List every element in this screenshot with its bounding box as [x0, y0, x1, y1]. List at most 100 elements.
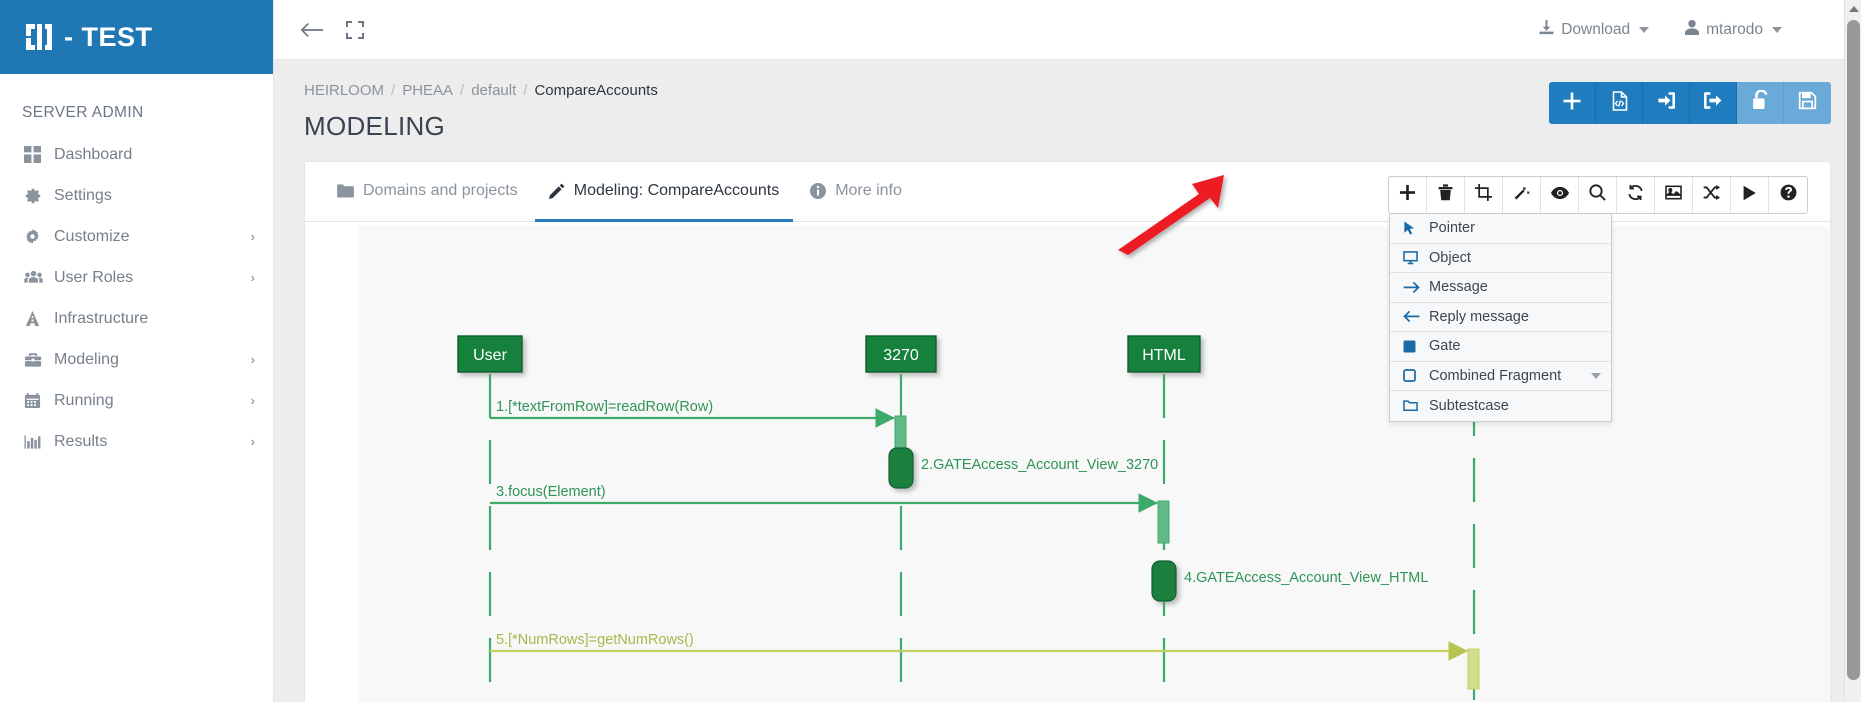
help-button[interactable] — [1769, 177, 1807, 213]
menu-item-label: Object — [1429, 249, 1471, 266]
scroll-up-arrow[interactable] — [1845, 0, 1861, 17]
pencil-icon — [548, 183, 565, 199]
sidebar-item-results[interactable]: Results › — [0, 421, 273, 462]
brand-header[interactable]: - TEST — [0, 0, 273, 74]
sign-in-icon — [1656, 91, 1676, 115]
message-label: 5.[*NumRows]=getNumRows() — [496, 632, 694, 648]
search-icon — [1589, 184, 1606, 206]
menu-item-label: Pointer — [1429, 220, 1475, 237]
chevron-right-icon: › — [250, 393, 255, 408]
shuffle-icon — [1703, 185, 1721, 205]
menu-item-pointer[interactable]: Pointer — [1390, 214, 1611, 244]
sidebar-item-running[interactable]: Running › — [0, 380, 273, 421]
sign-out-icon — [1703, 91, 1723, 115]
folder-icon — [337, 183, 354, 198]
preview-button[interactable] — [1541, 177, 1579, 213]
magic-wand-button[interactable] — [1503, 177, 1541, 213]
crop-icon — [1475, 184, 1492, 206]
sidebar-item-settings[interactable]: Settings — [0, 175, 273, 216]
header-action-group — [1549, 82, 1831, 124]
sidebar-item-dashboard[interactable]: Dashboard — [0, 134, 273, 175]
arrow-left-icon[interactable] — [300, 20, 324, 40]
filled-square-icon — [1403, 340, 1429, 353]
question-icon — [1780, 184, 1797, 206]
browser-scrollbar[interactable] — [1844, 0, 1861, 702]
tab-more-info[interactable]: More info — [796, 163, 916, 222]
crop-button[interactable] — [1465, 177, 1503, 213]
dashboard-icon — [24, 146, 54, 163]
menu-item-gate[interactable]: Gate — [1390, 332, 1611, 362]
shuffle-button[interactable] — [1693, 177, 1731, 213]
top-bar: Download mtarodo — [274, 0, 1861, 60]
outline-square-icon — [1403, 369, 1429, 383]
download-menu[interactable]: Download — [1539, 19, 1650, 40]
sidebar-item-infrastructure[interactable]: Infrastructure — [0, 298, 273, 339]
breadcrumb-separator: / — [391, 82, 396, 99]
chevron-down-icon — [1639, 26, 1650, 33]
sidebar-item-label: User Roles — [54, 268, 134, 286]
menu-item-message[interactable]: Message — [1390, 273, 1611, 303]
breadcrumb-item-pheaa[interactable]: PHEAA — [402, 82, 454, 99]
unlock-button[interactable] — [1737, 82, 1784, 124]
image-button[interactable] — [1655, 177, 1693, 213]
sidebar-item-user-roles[interactable]: User Roles › — [0, 257, 273, 298]
script-button[interactable] — [1596, 82, 1643, 124]
message-label: 2.GATEAccess_Account_View_3270 — [921, 457, 1158, 473]
sidebar-item-modeling[interactable]: Modeling › — [0, 339, 273, 380]
element-type-dropdown: Pointer Object Message — [1389, 214, 1612, 422]
message-1[interactable]: 1.[*textFromRow]=readRow(Row) — [490, 399, 907, 459]
scrollbar-thumb[interactable] — [1847, 20, 1860, 680]
unlock-icon — [1751, 89, 1770, 116]
menu-item-reply-message[interactable]: Reply message — [1390, 302, 1611, 332]
trash-icon — [1438, 184, 1453, 206]
tab-domains-and-projects[interactable]: Domains and projects — [323, 163, 532, 222]
message-2-gate[interactable]: 2.GATEAccess_Account_View_3270 — [888, 447, 1158, 489]
brand-title: - TEST — [64, 21, 153, 52]
message-4-gate[interactable]: 4.GATEAccess_Account_View_HTML — [1151, 560, 1428, 602]
breadcrumb-separator: / — [523, 82, 528, 99]
fullscreen-icon[interactable] — [346, 20, 364, 39]
modeling-panel: Domains and projects Modeling: CompareAc… — [304, 161, 1831, 702]
lifeline-label: 3270 — [883, 347, 919, 364]
arrow-right-icon — [1403, 281, 1429, 294]
lifeline-label: User — [473, 347, 507, 364]
tab-label: Modeling: CompareAccounts — [573, 181, 780, 199]
refresh-button[interactable] — [1617, 177, 1655, 213]
users-icon — [24, 269, 54, 286]
breadcrumb-item-default[interactable]: default — [471, 82, 517, 99]
user-menu[interactable]: mtarodo — [1685, 19, 1782, 40]
folder-outline-icon — [1403, 399, 1429, 412]
add-element-button[interactable]: Pointer Object Message — [1389, 177, 1612, 422]
bar-chart-icon — [24, 434, 54, 450]
calendar-icon — [24, 392, 54, 409]
sidebar-item-label: Settings — [54, 186, 112, 204]
add-button[interactable] — [1549, 82, 1596, 124]
plus-icon — [1399, 184, 1416, 206]
breadcrumb-item-heirloom[interactable]: HEIRLOOM — [304, 82, 385, 99]
import-button[interactable] — [1643, 82, 1690, 124]
sidebar-section-label: SERVER ADMIN — [22, 104, 144, 121]
delete-button[interactable] — [1427, 177, 1465, 213]
sidebar-item-customize[interactable]: Customize › — [0, 216, 273, 257]
menu-item-subtestcase[interactable]: Subtestcase — [1390, 391, 1611, 421]
app-logo-icon — [20, 18, 58, 56]
sidebar-item-label: Dashboard — [54, 145, 133, 163]
run-button[interactable] — [1731, 177, 1769, 213]
message-5[interactable]: 5.[*NumRows]=getNumRows() — [490, 632, 1480, 690]
sidebar-item-label: Infrastructure — [54, 309, 149, 327]
plus-icon — [1562, 91, 1582, 116]
zoom-button[interactable] — [1579, 177, 1617, 213]
image-icon — [1665, 185, 1682, 205]
breadcrumb-item-compareaccounts: CompareAccounts — [534, 82, 658, 99]
lifeline-user[interactable]: User — [457, 335, 523, 702]
tab-modeling-compareaccounts[interactable]: Modeling: CompareAccounts — [534, 163, 794, 222]
save-button[interactable] — [1784, 82, 1831, 124]
message-3[interactable]: 3.focus(Element) — [490, 484, 1170, 544]
lifeline-3270[interactable]: 3270 — [865, 335, 937, 702]
menu-item-object[interactable]: Object — [1390, 243, 1611, 273]
menu-item-combined-fragment[interactable]: Combined Fragment — [1390, 361, 1611, 391]
lifeline-html[interactable]: HTML — [1127, 335, 1201, 702]
info-icon — [810, 182, 827, 199]
export-button[interactable] — [1690, 82, 1737, 124]
